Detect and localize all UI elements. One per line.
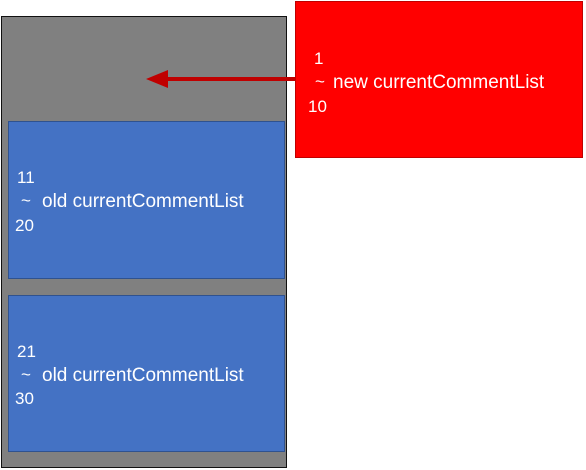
- range-start-label: 21: [17, 342, 36, 361]
- list-label: old currentCommentList: [42, 365, 244, 386]
- range-end-label: 30: [15, 389, 34, 408]
- list-label: old currentCommentList: [42, 191, 244, 212]
- range-start-label: 11: [17, 168, 35, 187]
- new-comment-list-block: 1 ~ new currentCommentList 10: [295, 1, 583, 158]
- range-separator: ~: [21, 191, 31, 210]
- range-start-label: 1: [314, 49, 324, 68]
- range-end-label: 20: [15, 216, 34, 235]
- range-end-label: 10: [308, 97, 327, 116]
- list-label: new currentCommentList: [333, 72, 545, 93]
- range-separator: ~: [315, 72, 325, 91]
- old-comment-list-block-1: 11 ~ old currentCommentList 20: [8, 121, 285, 279]
- old-comment-list-block-2: 21 ~ old currentCommentList 30: [8, 295, 285, 452]
- range-separator: ~: [21, 365, 31, 384]
